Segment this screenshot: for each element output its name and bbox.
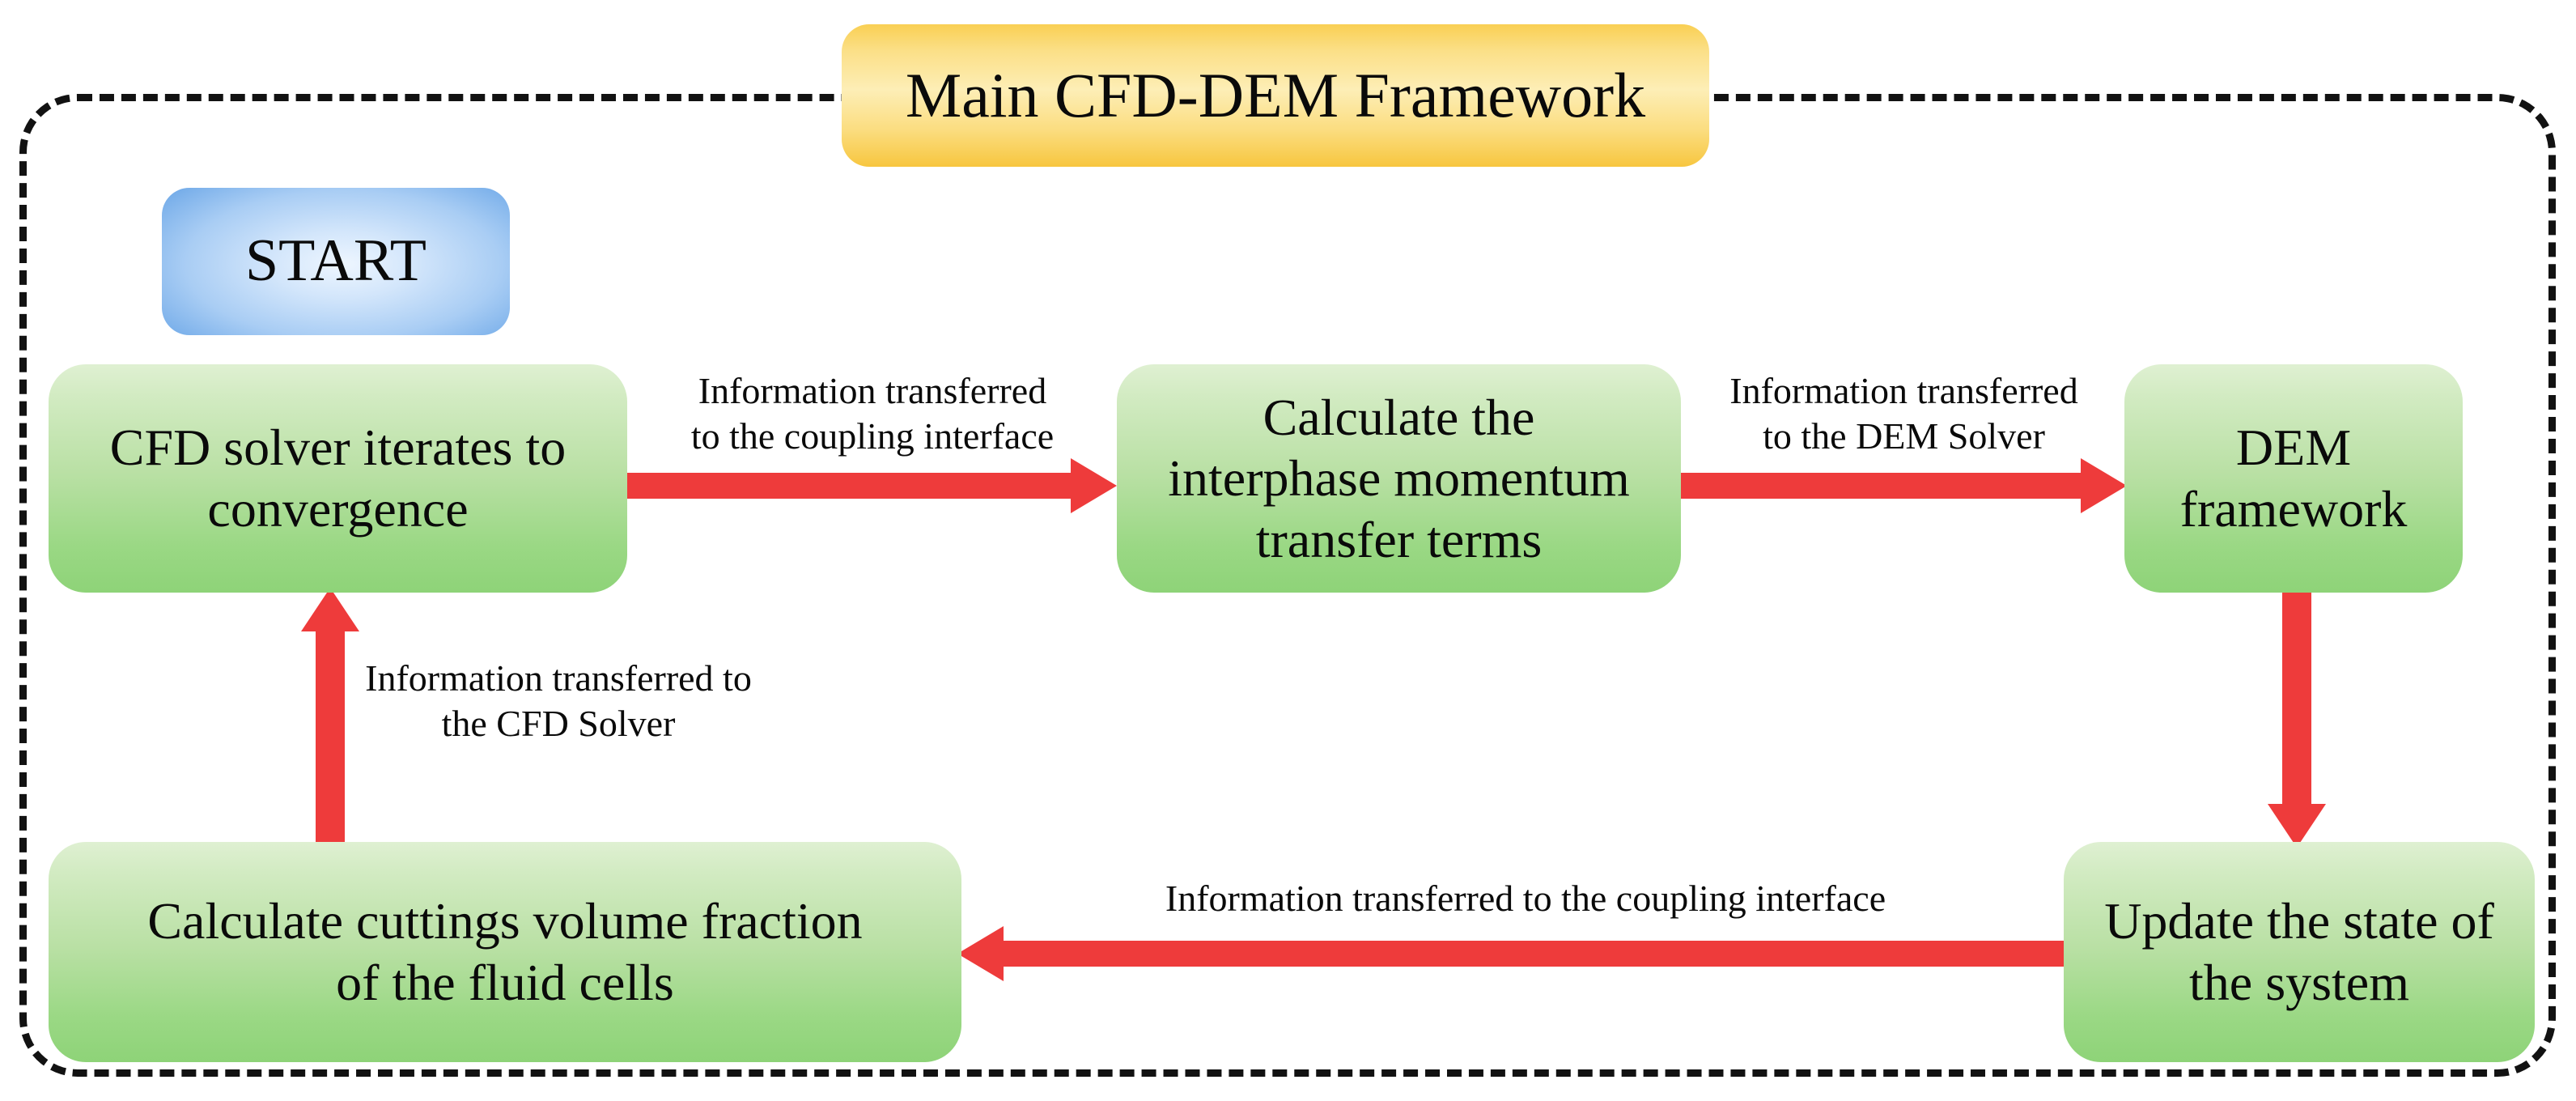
node-cfd-solver[interactable]: CFD solver iterates to convergence [49, 364, 627, 593]
node-update-state[interactable]: Update the state of the system [2064, 842, 2535, 1062]
edge-label-cuttings-to-cfd: Information transferred to the CFD Solve… [365, 657, 752, 745]
node-dem-framework-label: DEM framework [2179, 419, 2408, 538]
node-cuttings-volume-fraction-label: Calculate cuttings volume fraction of th… [147, 892, 863, 1011]
node-interphase-momentum[interactable]: Calculate the interphase momentum transf… [1117, 364, 1681, 593]
node-start-label: START [245, 227, 427, 295]
node-update-state-label: Update the state of the system [2104, 892, 2494, 1011]
arrow-update-to-cuttings [953, 921, 2070, 986]
node-dem-framework[interactable]: DEM framework [2124, 364, 2463, 593]
edge-label-interphase-to-dem: Information transferred to the DEM Solve… [1729, 370, 2078, 457]
node-interphase-momentum-label: Calculate the interphase momentum transf… [1168, 388, 1630, 568]
arrow-dem-to-update [2264, 587, 2329, 850]
arrow-cfd-to-interphase [627, 453, 1121, 518]
framework-title-label: Main CFD-DEM Framework [905, 59, 1646, 130]
node-start[interactable]: START [162, 188, 510, 335]
framework-title-box: Main CFD-DEM Framework [842, 24, 1709, 167]
node-cfd-solver-label: CFD solver iterates to convergence [109, 419, 567, 538]
arrow-interphase-to-dem [1679, 453, 2131, 518]
arrow-cuttings-to-cfd [298, 585, 363, 852]
edge-label-cfd-to-interphase: Information transferred to the coupling … [690, 370, 1055, 457]
node-cuttings-volume-fraction[interactable]: Calculate cuttings volume fraction of th… [49, 842, 961, 1062]
edge-label-update-to-cuttings: Information transferred to the coupling … [1165, 878, 1886, 919]
